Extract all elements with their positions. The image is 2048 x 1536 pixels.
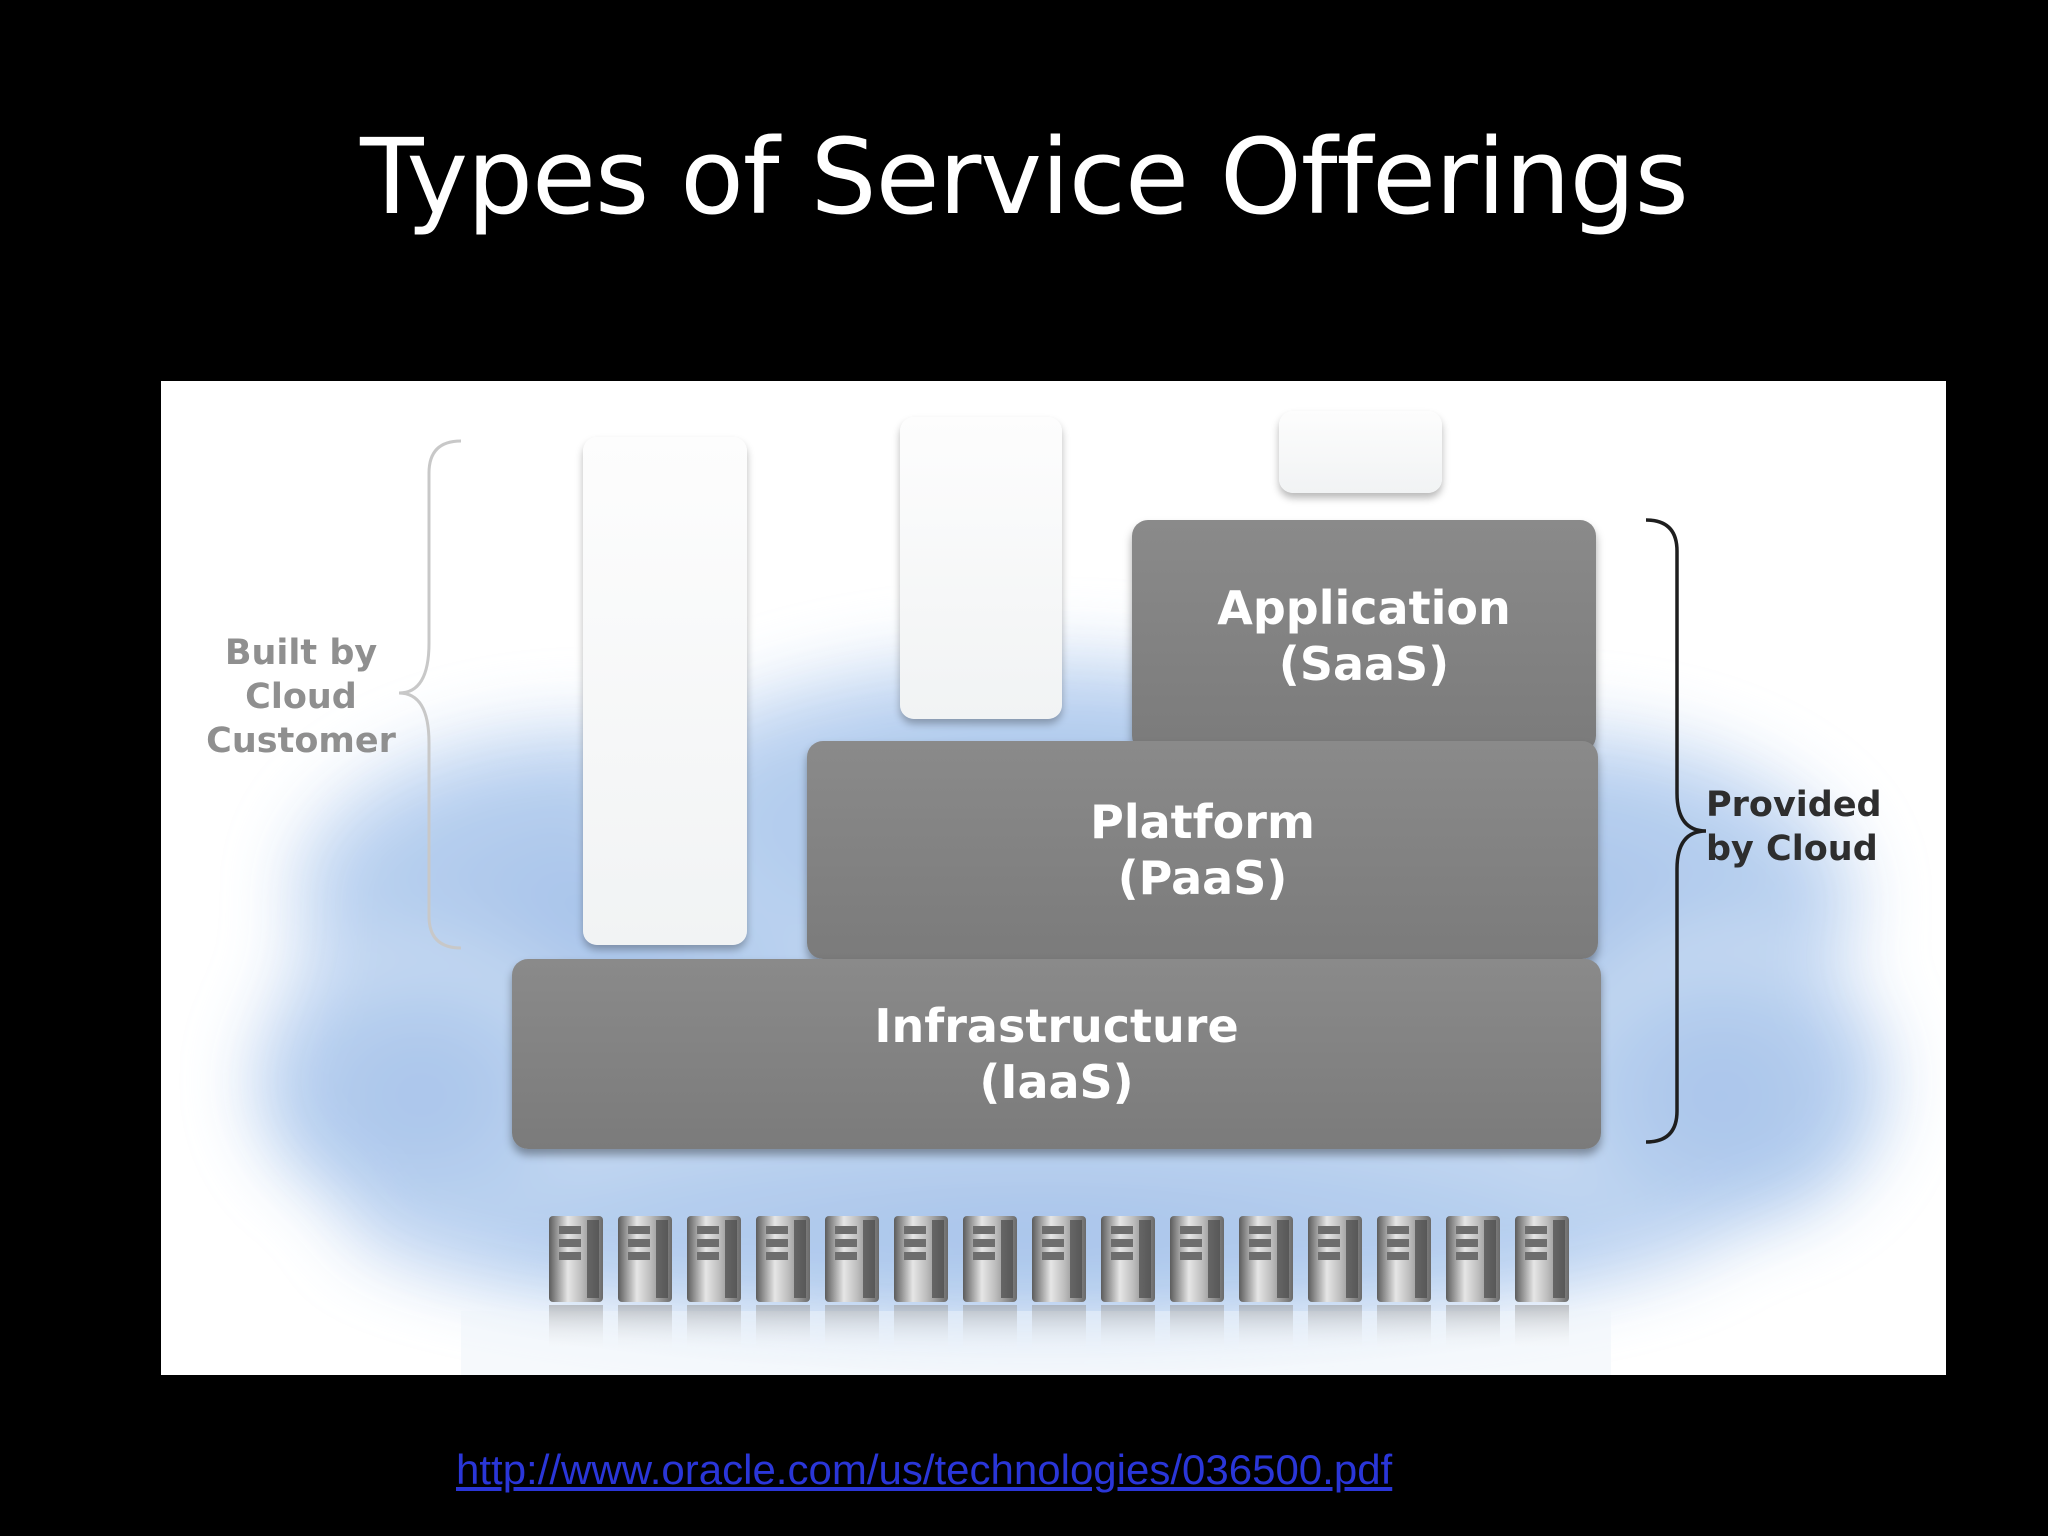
infrastructure-iaas-block: Infrastructure (IaaS) xyxy=(512,959,1601,1149)
provided-by-cloud-label: Provided by Cloud xyxy=(1706,783,1926,871)
customer-column-2 xyxy=(900,417,1062,719)
server-icon xyxy=(894,1216,948,1353)
built-by-customer-label: Built by Cloud Customer xyxy=(181,631,421,763)
server-icon xyxy=(963,1216,1017,1353)
right-label-line: Provided xyxy=(1706,785,1882,825)
server-row xyxy=(549,1216,1569,1353)
server-icon xyxy=(1308,1216,1362,1353)
server-icon xyxy=(687,1216,741,1353)
server-icon xyxy=(756,1216,810,1353)
server-icon xyxy=(825,1216,879,1353)
slide-title: Types of Service Offerings xyxy=(360,116,1689,238)
application-saas-block: Application (SaaS) xyxy=(1132,520,1596,752)
server-icon xyxy=(1239,1216,1293,1353)
left-label-line: Cloud xyxy=(245,677,357,717)
left-label-line: Built by xyxy=(224,633,378,673)
platform-acronym: (PaaS) xyxy=(1117,851,1288,905)
application-label: Application xyxy=(1217,581,1511,635)
server-icon xyxy=(1515,1216,1569,1353)
infrastructure-label: Infrastructure xyxy=(874,999,1239,1053)
server-icon xyxy=(1170,1216,1224,1353)
customer-column-3 xyxy=(1279,411,1442,493)
server-icon xyxy=(1032,1216,1086,1353)
server-icon xyxy=(1377,1216,1431,1353)
server-icon xyxy=(618,1216,672,1353)
left-label-line: Customer xyxy=(206,721,396,761)
application-acronym: (SaaS) xyxy=(1278,637,1450,691)
service-stack-diagram: Application (SaaS) Platform (PaaS) Infra… xyxy=(161,381,1946,1375)
server-icon xyxy=(1101,1216,1155,1353)
right-label-line: by Cloud xyxy=(1706,829,1878,869)
server-icon xyxy=(549,1216,603,1353)
infrastructure-acronym: (IaaS) xyxy=(979,1055,1134,1109)
platform-label: Platform xyxy=(1090,795,1315,849)
customer-column-1 xyxy=(583,437,747,945)
server-icon xyxy=(1446,1216,1500,1353)
source-link[interactable]: http://www.oracle.com/us/technologies/03… xyxy=(456,1446,1393,1493)
platform-paas-block: Platform (PaaS) xyxy=(807,741,1598,959)
